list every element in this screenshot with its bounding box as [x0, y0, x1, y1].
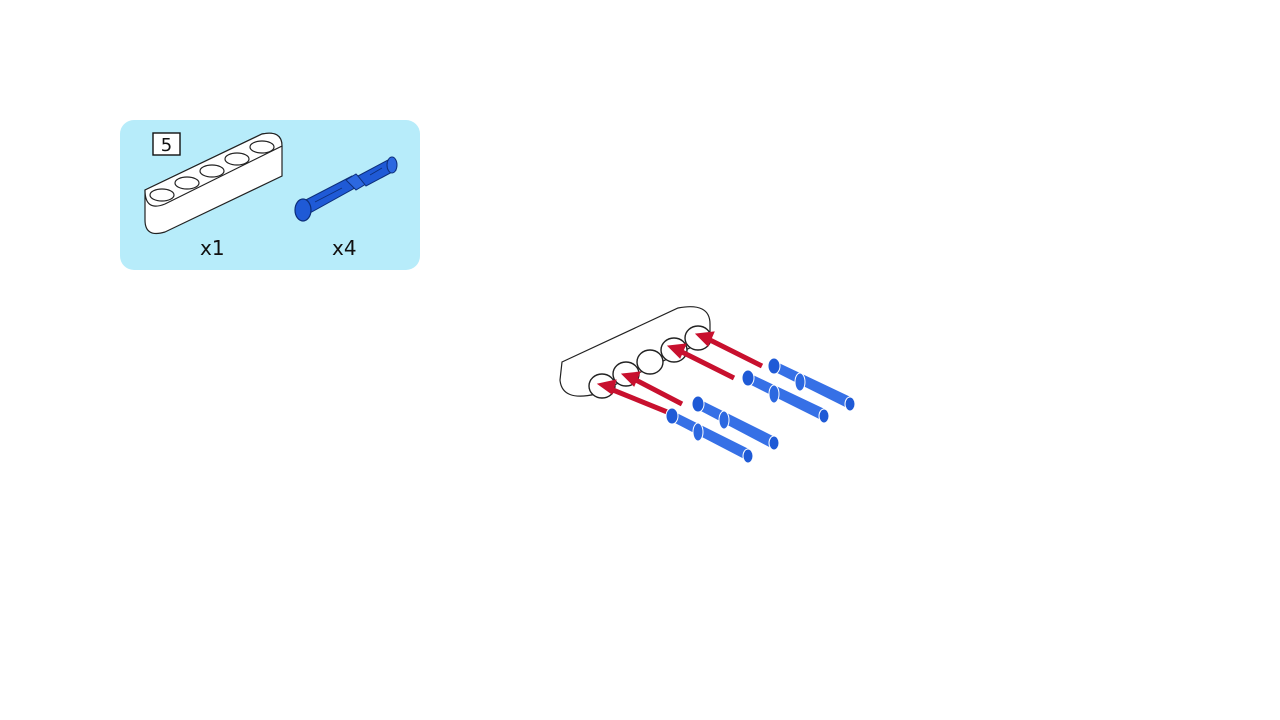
arrow-3 — [666, 343, 736, 381]
pin-4 — [767, 357, 856, 412]
pin-part — [294, 156, 398, 222]
pin-1 — [665, 407, 754, 464]
beam-length-label: 5 — [161, 135, 172, 156]
arrow-2 — [620, 371, 684, 407]
arrow-4 — [694, 331, 764, 369]
pin-2 — [691, 395, 780, 451]
beam-quantity: x1 — [200, 236, 225, 260]
beam-part — [144, 132, 283, 235]
parts-list-drawing: 5 — [144, 132, 398, 235]
assembly-illustration — [540, 290, 870, 484]
assembly-drawing — [559, 306, 856, 464]
pin-3 — [741, 369, 830, 424]
beam-length-badge: 5 — [152, 132, 181, 156]
parts-list-panel: 5 x1 x4 — [120, 120, 420, 270]
insert-arrows — [596, 331, 764, 421]
assembly-pins — [665, 357, 856, 464]
pin-quantity: x4 — [332, 236, 357, 260]
assembly-beam — [559, 306, 712, 399]
